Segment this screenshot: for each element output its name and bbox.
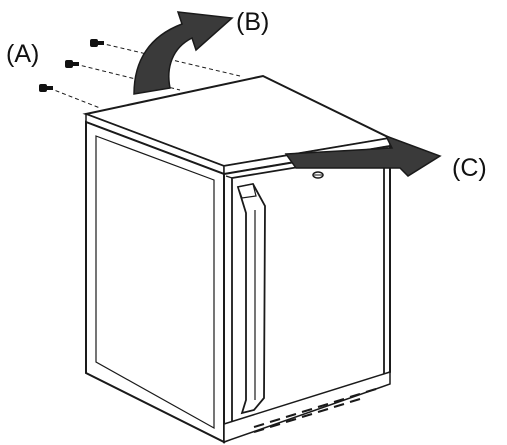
screw-icon xyxy=(90,39,104,47)
slide-arrow-icon xyxy=(284,134,442,177)
cabinet-side-panel xyxy=(85,120,225,444)
screw-icon xyxy=(65,60,79,68)
lift-arrow-icon xyxy=(133,11,234,95)
rear-screws xyxy=(39,39,104,92)
front-screw xyxy=(312,171,324,179)
toe-kick-grille xyxy=(223,370,391,444)
label-a: (A) xyxy=(6,40,39,68)
screw-icon xyxy=(39,84,53,92)
label-c: (C) xyxy=(452,154,487,182)
label-b: (B) xyxy=(236,8,269,36)
door-handle xyxy=(236,182,266,415)
